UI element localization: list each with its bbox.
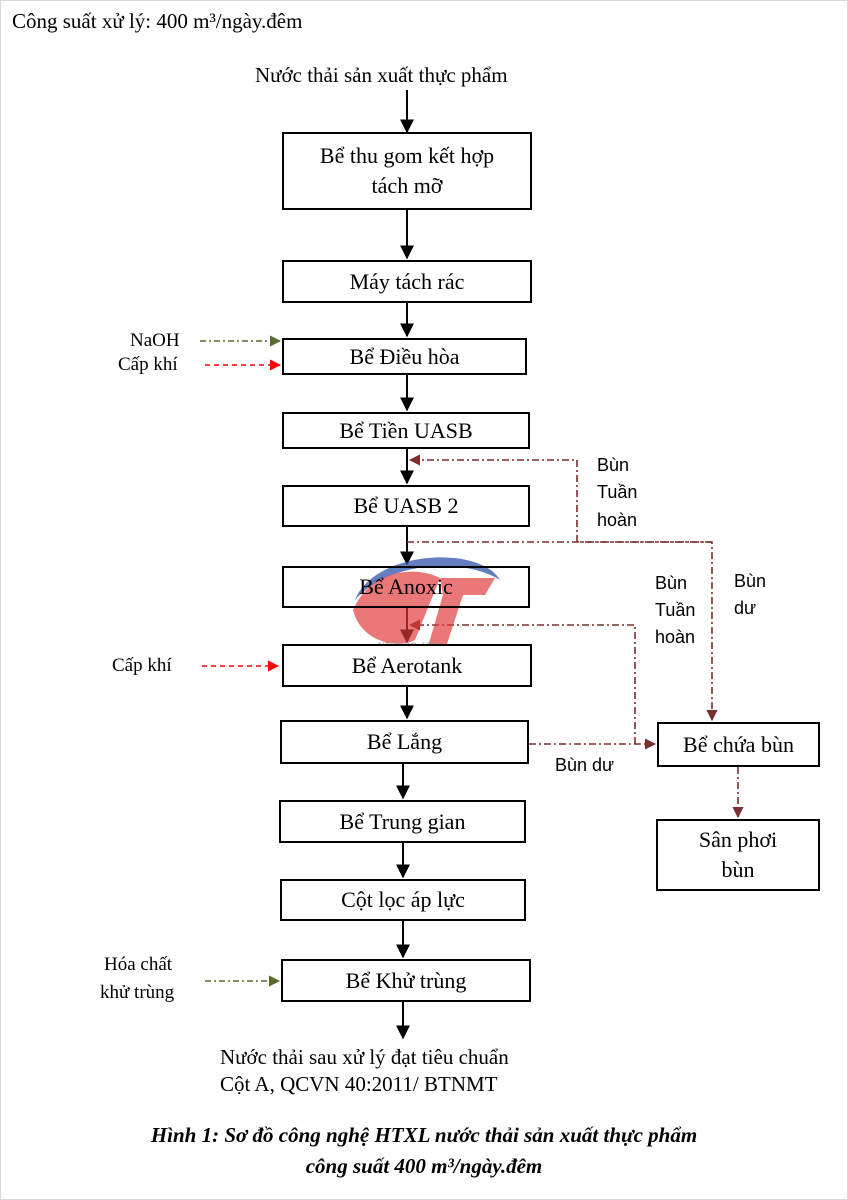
naoh-label: NaOH <box>130 330 180 351</box>
chemical-label-line1: Hóa chất <box>104 954 173 975</box>
settling-box: Bể Lắng <box>280 720 529 764</box>
screen-label: Máy tách rác <box>349 268 465 294</box>
sludge-drying-label-line2: bùn <box>721 857 755 882</box>
aerotank-label: Bể Aerotank <box>351 652 463 678</box>
sludge-drying-box: Sân phơi bùn <box>656 819 820 891</box>
recirc-uasb-label-1: Bùn <box>597 455 630 475</box>
chemical-label-line2: khử trùng <box>100 982 175 1003</box>
sludge-tank-label: Bể chứa bùn <box>683 731 794 757</box>
output-line1: Nước thải sau xử lý đạt tiêu chuẩn <box>220 1045 509 1069</box>
sludge-drying-label-line1: Sân phơi <box>698 827 778 852</box>
collection-tank-label: Bể thu gom kết hợp tách mỡ <box>319 143 495 198</box>
input-label: Nước thải sản xuất thực phẩm <box>255 63 508 87</box>
anoxic-label: Bể Anoxic <box>359 574 453 599</box>
capacity-text: Công suất xử lý: 400 m³/ngày.đêm <box>12 9 303 33</box>
excess-settling-label: Bùn dư <box>555 755 615 775</box>
recirc-anoxic-label-3: hoàn <box>655 627 696 647</box>
disinfection-box: Bể Khử trùng <box>281 959 531 1002</box>
output-line2: Cột A, QCVN 40:2011/ BTNMT <box>220 1072 498 1096</box>
settling-label: Bể Lắng <box>366 729 443 754</box>
pressure-filter-box: Cột lọc áp lực <box>280 879 526 921</box>
uasb2-label: Bể UASB 2 <box>353 493 459 518</box>
recirc-anoxic-label-2: Tuần <box>655 600 696 620</box>
anoxic-box: Bể Anoxic <box>282 566 530 608</box>
equalization-box: Bể Điều hòa <box>282 338 527 375</box>
pre-uasb-label: Bể Tiền UASB <box>339 417 473 443</box>
recirc-uasb-label-2: Tuần <box>597 482 638 502</box>
pressure-filter-label: Cột lọc áp lực <box>341 887 465 912</box>
uasb2-box: Bể UASB 2 <box>282 485 530 527</box>
sludge-tank-box: Bể chứa bùn <box>657 722 820 767</box>
recirc-anoxic-label-1: Bùn <box>655 573 688 593</box>
air-aerotank-label: Cấp khí <box>112 655 172 676</box>
aerotank-box: Bể Aerotank <box>282 644 532 687</box>
recirc-uasb-label-3: hoàn <box>597 510 638 530</box>
disinfection-label: Bể Khử trùng <box>345 967 467 993</box>
collection-tank-box: Bể thu gom kết hợp tách mỡ <box>282 132 532 210</box>
excess-uasb-label-1: Bùn <box>734 571 767 591</box>
figure-caption-line2: công suất 400 m³/ngày.đêm <box>305 1154 543 1178</box>
air-equalization-label: Cấp khí <box>118 354 178 375</box>
sludge-excess-uasb2 <box>407 541 718 722</box>
intermediate-box: Bể Trung gian <box>279 800 526 843</box>
equalization-label: Bể Điều hòa <box>349 343 460 369</box>
excess-uasb-label-2: dư <box>734 598 757 618</box>
screen-box: Máy tách rác <box>282 260 532 303</box>
intermediate-label: Bể Trung gian <box>339 808 466 834</box>
figure-caption-line1: Hình 1: Sơ đồ công nghệ HTXL nước thải s… <box>150 1123 698 1147</box>
pre-uasb-box: Bể Tiền UASB <box>282 412 530 449</box>
sludge-recirc-uasb2 <box>408 454 712 543</box>
